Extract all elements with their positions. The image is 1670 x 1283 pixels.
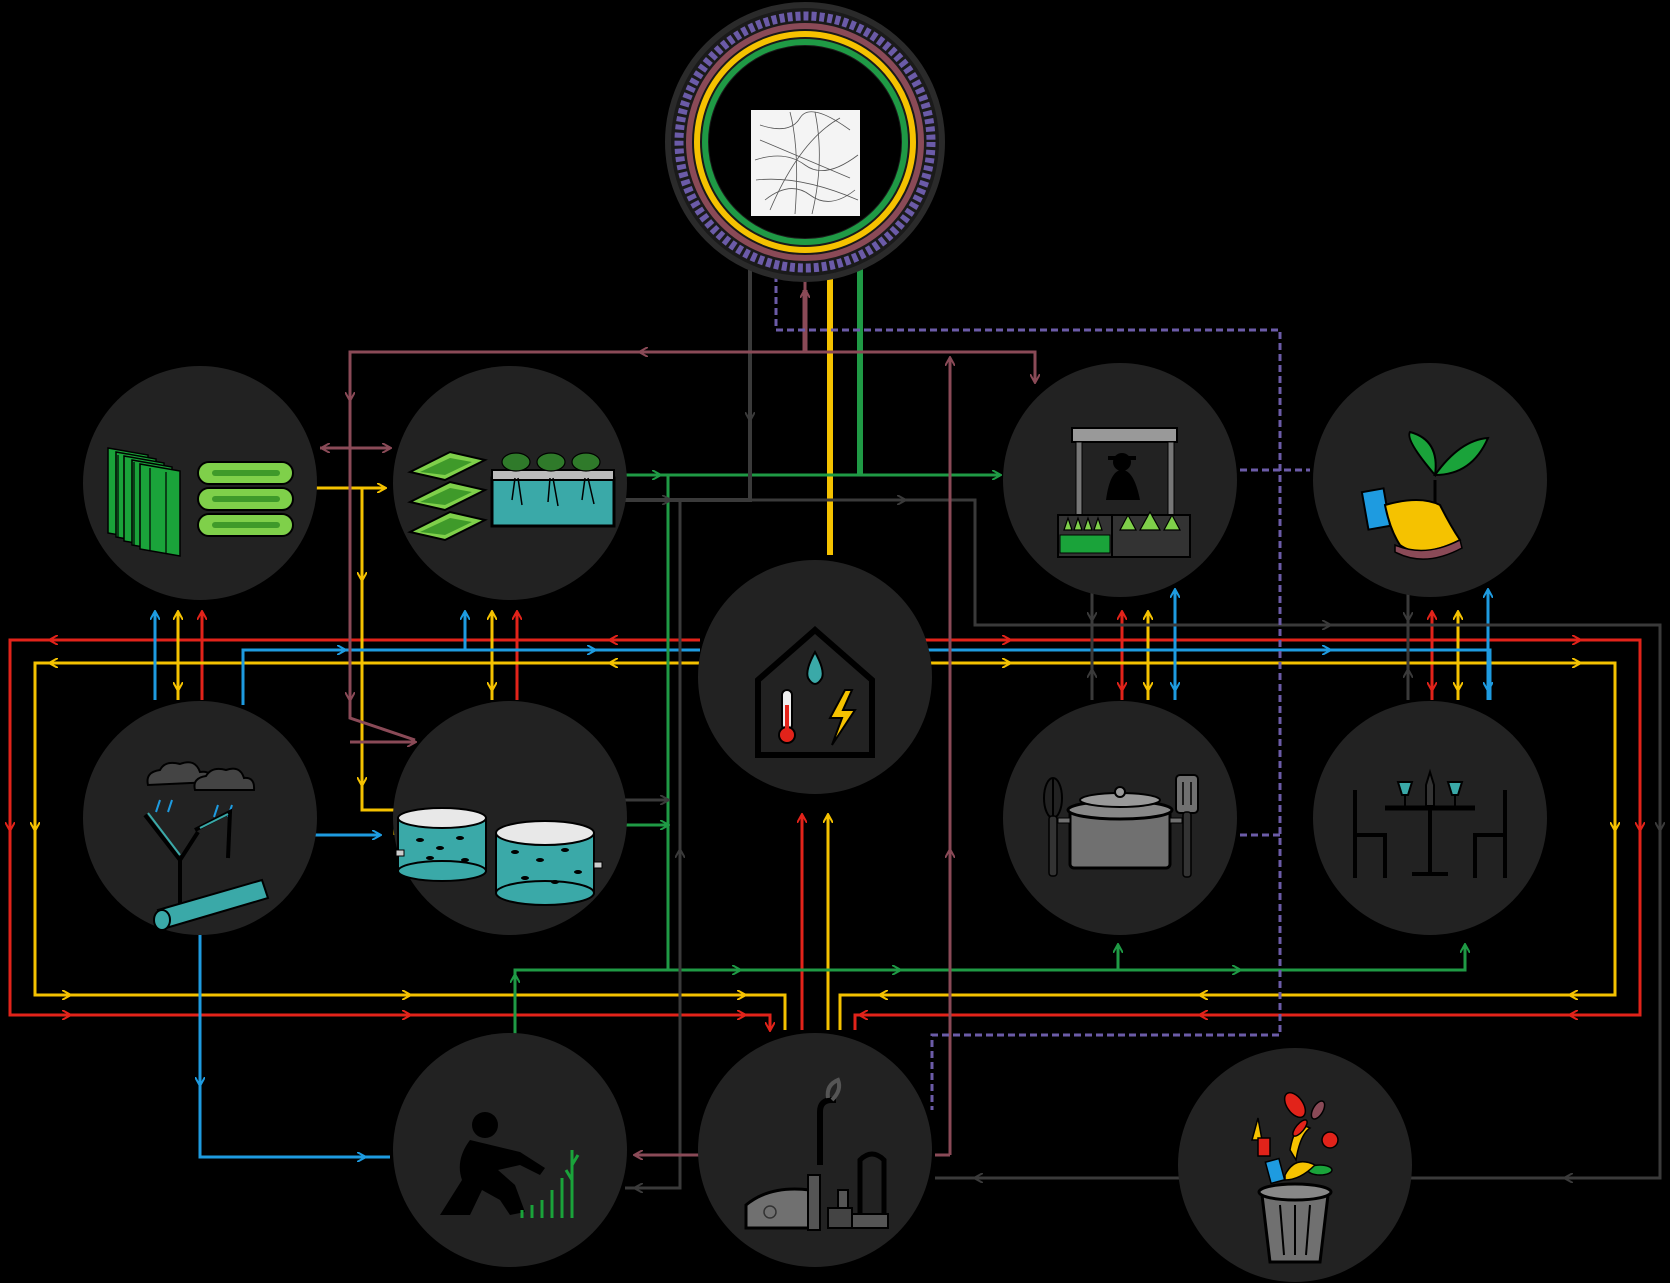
water-flow-blue [155,590,1490,1157]
aquaculture-node[interactable] [393,701,627,935]
hub-ring-yellow [694,31,916,253]
flow-lines [10,240,1660,1188]
hydroponics-node[interactable] [393,366,627,600]
heat-flow-yellow [35,270,1615,1030]
biomass-flow-mauve [320,240,1035,1155]
biodigester-icon [744,1077,889,1231]
electricity-flow-red [10,612,1640,1030]
spatula-icon [1175,774,1199,878]
hand-seedling-icon [1360,430,1490,560]
kitchen-node[interactable] [1003,701,1237,935]
waste-flow-black [625,270,1660,1188]
hydroponics-icon [407,450,616,542]
water-drop-icon [806,649,824,685]
vertical-farm-icon [107,447,294,557]
cooking-pot-icon [1043,774,1199,878]
biodigester-node[interactable] [698,1033,932,1267]
gardener-icon [440,1112,580,1218]
market-node[interactable] [1003,363,1237,597]
hub-ring-green [702,39,908,245]
city-hub-node[interactable] [665,2,945,282]
greenhouse-utilities-node[interactable] [698,560,932,794]
greenhouse-utility-icon [755,626,875,758]
hub-ring-purple [674,11,936,273]
rain-gutter-icon [143,761,270,931]
market-stall-icon [1057,427,1191,558]
waste-bin-icon [1251,1091,1339,1264]
nursery-node[interactable] [1313,363,1547,597]
thermometer-icon [778,689,796,744]
food-waste-node[interactable] [1178,1048,1412,1282]
vertical-farm-node[interactable] [83,366,317,600]
information-flow-purple [774,275,1310,1110]
nutrient-flow-green [515,240,1465,1035]
rain-harvest-node[interactable] [83,701,317,935]
lightning-icon [828,689,857,746]
dining-table-icon [1353,768,1507,878]
urban-gardening-node[interactable] [393,1033,627,1267]
fish-tank-icon [395,807,603,906]
restaurant-node[interactable] [1313,701,1547,935]
hub-ring-mauve [686,23,924,261]
city-map-icon [751,110,860,216]
